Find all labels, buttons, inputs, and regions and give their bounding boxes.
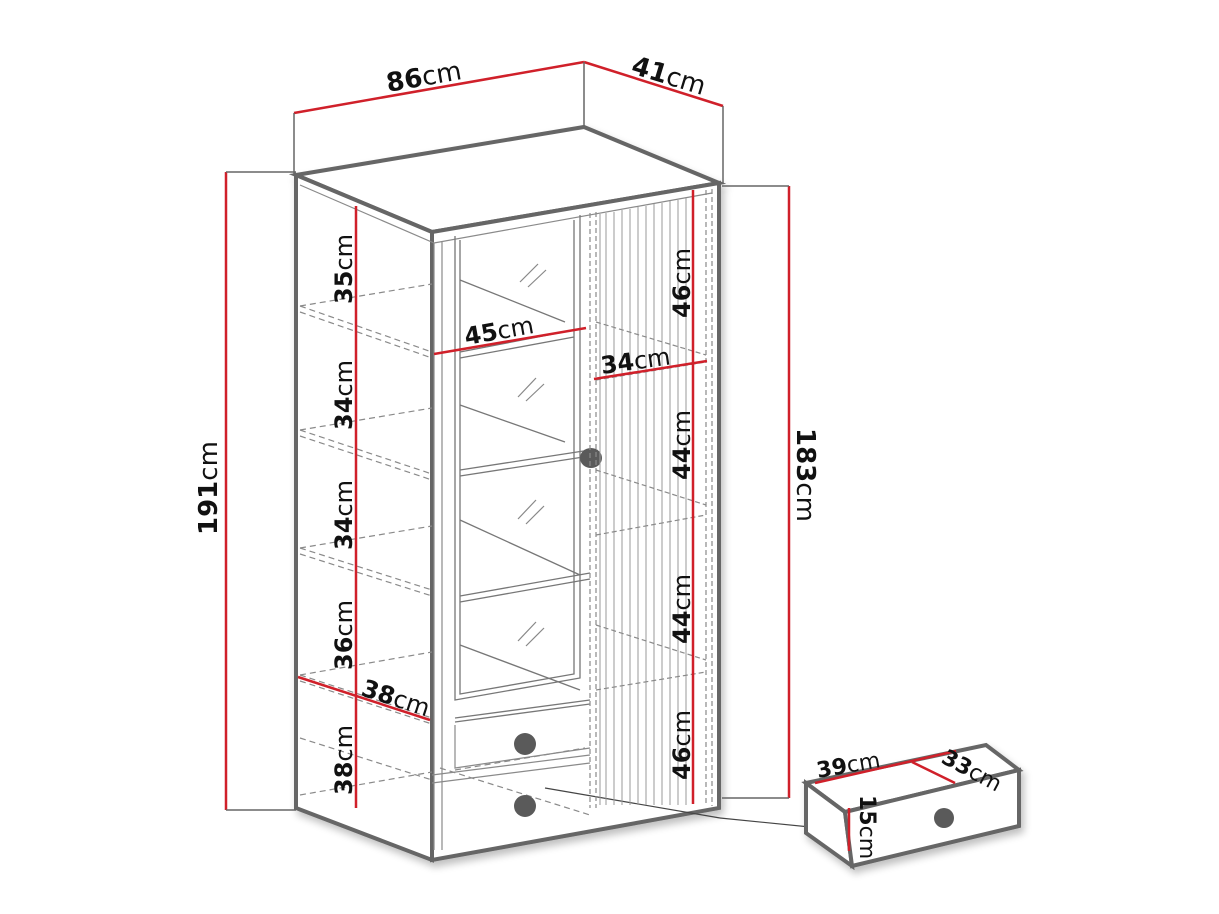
svg-text:35cm: 35cm: [330, 234, 358, 304]
label-right-comp-4: 46cm: [668, 710, 696, 780]
label-right-comp-3: 44cm: [668, 574, 696, 644]
top-inner-edges: [299, 184, 713, 850]
cabinet-body: [288, 124, 727, 863]
dim-depth-41: [583, 60, 724, 108]
label-depth: 41cm: [628, 51, 709, 102]
drawer-dashed: [439, 747, 591, 816]
dim-inner-34: [593, 359, 708, 381]
drawer-detail-knob: [934, 808, 954, 828]
label-left-shelf-1: 35cm: [330, 234, 358, 304]
label-inner-depth: 34cm: [599, 342, 672, 379]
svg-text:86cm: 86cm: [384, 56, 464, 99]
extension-lines: [226, 62, 789, 811]
left-side-shelves: [299, 283, 433, 796]
drawer-knob-bottom: [514, 795, 536, 817]
svg-text:34cm: 34cm: [599, 342, 672, 379]
label-drawer-width: 39cm: [815, 748, 883, 784]
svg-text:38cm: 38cm: [330, 725, 358, 795]
drawer-knob-top: [514, 733, 536, 755]
drawer-detail: [801, 742, 1024, 871]
glass-door: [454, 215, 591, 723]
svg-text:34cm: 34cm: [330, 360, 358, 430]
label-left-shelf-4: 36cm: [330, 600, 358, 670]
label-left-shelf-3: 34cm: [330, 480, 358, 550]
dim-glass-45: [433, 326, 587, 356]
svg-text:183cm: 183cm: [790, 428, 820, 522]
svg-text:34cm: 34cm: [330, 480, 358, 550]
door-knob: [580, 448, 602, 468]
label-right-comp-2: 44cm: [668, 410, 696, 480]
drawer-detail-dims: [814, 749, 957, 851]
svg-text:44cm: 44cm: [668, 410, 696, 480]
svg-text:41cm: 41cm: [628, 51, 709, 102]
dimension-lines: [224, 60, 791, 810]
label-height-body: 183cm: [790, 428, 820, 522]
fluted-door: [599, 198, 687, 805]
svg-text:191cm: 191cm: [194, 441, 224, 535]
label-left-shelf-5: 38cm: [330, 725, 358, 795]
svg-text:45cm: 45cm: [462, 311, 536, 351]
svg-text:46cm: 46cm: [668, 710, 696, 780]
glass-reflections: [517, 263, 547, 647]
dim-depth-38: [297, 675, 431, 722]
label-glass-width: 45cm: [462, 311, 536, 351]
dim-width-86: [293, 60, 585, 115]
svg-text:44cm: 44cm: [668, 574, 696, 644]
svg-text:36cm: 36cm: [330, 600, 358, 670]
svg-text:39cm: 39cm: [815, 748, 883, 784]
label-left-shelf-2: 34cm: [330, 360, 358, 430]
label-height-total: 191cm: [194, 441, 224, 535]
svg-text:15cm: 15cm: [854, 795, 879, 859]
label-drawer-height: 15cm: [854, 795, 879, 859]
label-width: 86cm: [384, 56, 464, 99]
label-right-comp-1: 46cm: [668, 248, 696, 318]
svg-text:46cm: 46cm: [668, 248, 696, 318]
